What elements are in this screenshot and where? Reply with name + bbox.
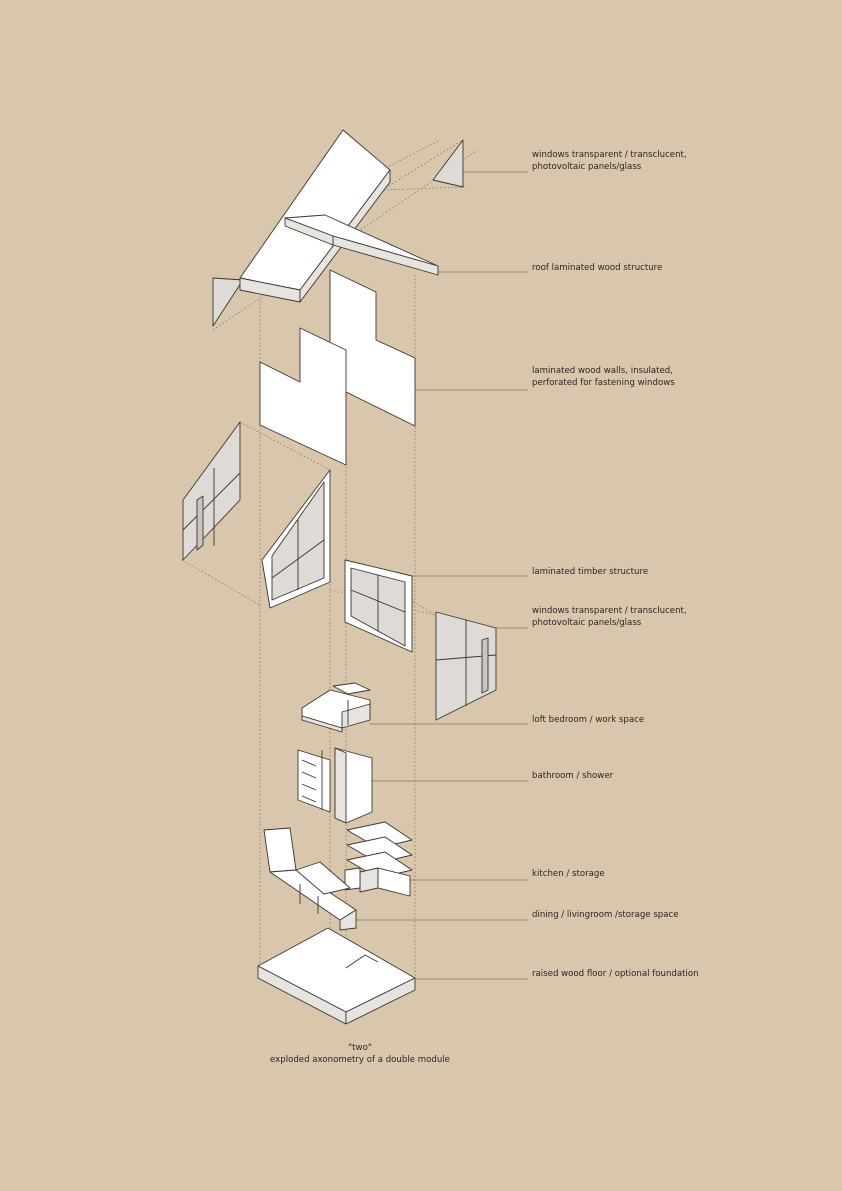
loft-module bbox=[301, 682, 371, 733]
label-roof: roof laminated wood structure bbox=[532, 263, 663, 273]
label-dining: dining / livingroom /storage space bbox=[532, 910, 679, 920]
window-frame-left-reveal bbox=[196, 495, 204, 551]
leader-lines bbox=[356, 171, 528, 980]
label-loft: loft bedroom / work space bbox=[532, 715, 645, 725]
label-bathroom: bathroom / shower bbox=[532, 771, 614, 781]
wall-panels bbox=[259, 269, 416, 466]
gable-window-left bbox=[212, 277, 244, 327]
label-kitchen: kitchen / storage bbox=[532, 869, 605, 879]
wall-panel-front bbox=[259, 327, 347, 466]
dining-module bbox=[263, 827, 357, 931]
caption-title: "two" bbox=[348, 1043, 372, 1053]
drawing-caption: "two" exploded axonometry of a double mo… bbox=[240, 1042, 480, 1066]
gable-window-right bbox=[432, 139, 464, 188]
floor-platform bbox=[257, 927, 416, 1025]
floor-side bbox=[345, 977, 416, 1025]
label-windows-lower: windows transparent / transclucent, phot… bbox=[532, 606, 687, 628]
caption-subtitle: exploded axonometry of a double module bbox=[270, 1055, 450, 1065]
roof-level bbox=[212, 129, 464, 327]
window-panel-left bbox=[182, 421, 241, 561]
kitchen-module bbox=[344, 821, 413, 897]
label-walls: laminated wood walls, insulated, perfora… bbox=[532, 366, 675, 388]
label-floor: raised wood floor / optional foundation bbox=[532, 969, 699, 979]
roof-panel-small-front bbox=[284, 217, 334, 246]
window-frame-right-reveal bbox=[481, 637, 489, 694]
label-timber-structure: laminated timber structure bbox=[532, 567, 649, 577]
bathroom-module bbox=[297, 747, 373, 824]
timber-structure bbox=[182, 421, 497, 721]
label-windows-top: windows transparent / transclucent, phot… bbox=[532, 150, 687, 172]
